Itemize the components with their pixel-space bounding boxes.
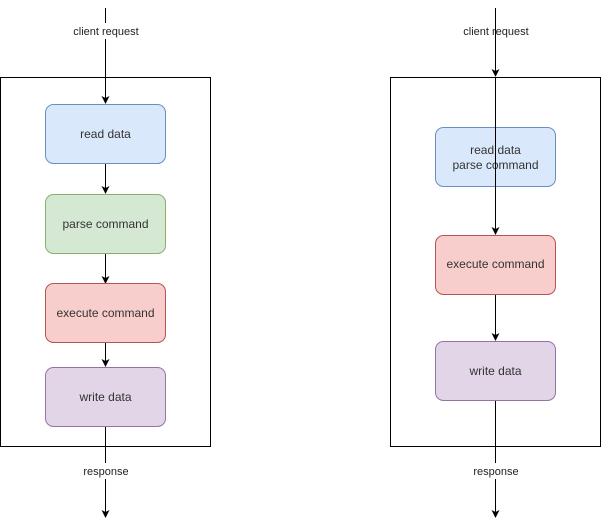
left-parse-command-label: parse command [62,217,148,231]
right-execute-command-step: execute command [435,235,556,295]
left-input-label: client request [73,26,138,38]
right-write-data-step: write data [435,341,556,401]
left-execute-command-step: execute command [45,283,166,343]
right-execute-command-label: execute command [446,257,544,271]
left-parse-command-step: parse command [45,194,166,254]
right-write-data-label: write data [468,364,521,378]
left-flow: client request read data parse command e… [0,8,211,518]
right-flow: client request read data parse command e… [390,8,601,518]
left-output-label: response [83,466,128,478]
right-output-label: response [473,466,518,478]
left-read-data-label: read data [80,127,131,141]
left-write-data-label: write data [78,390,131,404]
left-execute-command-label: execute command [56,306,154,320]
left-read-data-step: read data [45,104,166,164]
left-write-data-step: write data [45,367,166,427]
